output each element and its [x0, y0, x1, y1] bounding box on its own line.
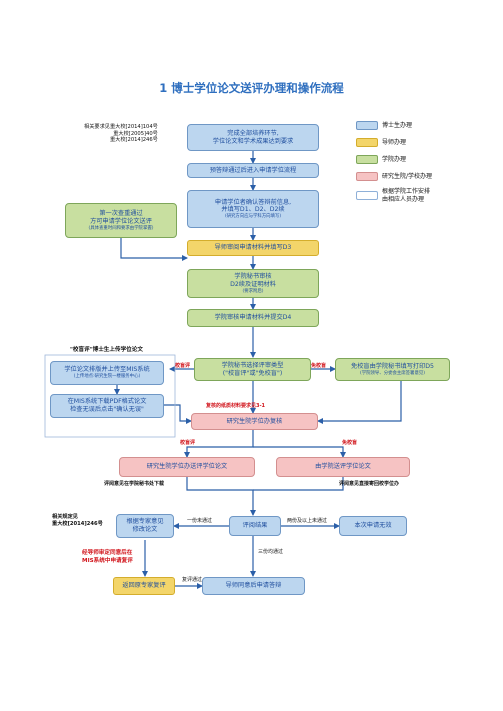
regulation-note-bottom: 相关规定见 重大校[2014]246号 [52, 514, 103, 527]
node-apply-degree-subtext: (研究方向应与学科方向填写) [224, 214, 282, 220]
arrow-exempt-grad-review [317, 381, 402, 424]
legend-label-supervisor: 导师办理 [382, 138, 407, 146]
node-first-duplicate-check-subtext: (具体查重时间和要求由学院掌握) [88, 225, 154, 231]
arrow-download-grad-review [164, 404, 192, 424]
node-first-duplicate-check: 第一次查重通过 方可申请学位论文送评 (具体查重时间和要求由学院掌握) [65, 203, 177, 238]
node-return-expert: 返回原专家复评 [113, 577, 175, 595]
label-split-blind: 校盲评 [180, 440, 196, 446]
node-college-send-review-text: 由学院送评学位论文 [315, 463, 371, 471]
node-select-type-text: 学院秘书选择评审类型 ("校盲评"或"免校盲") [221, 361, 284, 377]
node-download-confirm: 在MIS系统下载PDF格式论文 检查无误后点击"确认无误" [50, 394, 164, 418]
node-secretary-review: 学院秘书审核 D2续及证明材料 (要求附后) [187, 269, 319, 298]
node-predefense: 预答辩通过后进入申请学位流程 [187, 163, 319, 178]
node-graduate-send-review-text: 研究生院学位办送评学位论文 [146, 463, 228, 471]
node-complete-training-text: 完成全部培养环节, 学位论文和学术成果达到要求 [212, 129, 294, 145]
node-supervisor-review-text: 导师审阅申请材料并填写D3 [214, 244, 292, 252]
node-secretary-review-text: 学院秘书审核 D2续及证明材料 [230, 273, 276, 288]
label-recheck-pass: 复评通过 [182, 577, 203, 583]
legend-swatch-supervisor [356, 138, 378, 147]
label-one-fail: 一份未通过 [187, 518, 213, 524]
legend-item-college: 学院办理 [356, 155, 406, 164]
label-three-pass: 三份均通过 [258, 549, 284, 555]
legend-swatch-student [356, 121, 378, 130]
node-download-confirm-text: 在MIS系统下载PDF格式论文 检查无误后点击"确认无误" [67, 398, 147, 413]
legend-item-supervisor: 导师办理 [356, 138, 406, 147]
arrow-review-college-send [253, 446, 346, 458]
node-return-expert-text: 返回原专家复评 [122, 582, 166, 590]
node-secretary-review-subtext: (要求附后) [242, 288, 264, 294]
label-exempt-right: 免校盲 [311, 363, 327, 369]
legend-label-college: 学院办理 [382, 155, 407, 163]
node-predefense-text: 预答辩通过后进入申请学位流程 [209, 166, 297, 174]
label-blind-left: 校盲评 [175, 363, 191, 369]
legend-label-assigned: 根据学院工作安排 由相应人员办理 [382, 188, 431, 203]
node-exempt-print-d5-subtext: (学院领导、分委会主席签署意见) [360, 370, 425, 376]
legend-item-assigned: 根据学院工作安排 由相应人员办理 [356, 188, 430, 203]
node-apply-degree-text: 申请学位者确认答辩前信息, 并填写D1、D2、D2续 [214, 198, 292, 214]
node-application-invalid-text: 本次申请无效 [354, 522, 392, 530]
node-apply-degree: 申请学位者确认答辩前信息, 并填写D1、D2、D2续 (研究方向应与学科方向填写… [187, 190, 319, 228]
label-recheck-materials: 复核的纸质材料要求见3-1 [206, 403, 266, 409]
label-supervisor-approve-recheck: 经导师审定同意后在 MIS系统中申请复评 [82, 550, 133, 564]
arrow-review-grad-send [184, 430, 254, 458]
node-college-send-review: 由学院送评学位论文 [276, 457, 410, 477]
label-graduate-feedback: 评阅意见在学院秘书处下载 [104, 481, 165, 487]
arrow-firstcheck-supervisor [120, 238, 188, 261]
node-complete-training: 完成全部培养环节, 学位论文和学术成果达到要求 [187, 124, 319, 151]
label-college-feedback: 评阅意见直接寄回校学位办 [339, 481, 400, 487]
node-apply-defense: 导师同意后申请答辩 [202, 577, 305, 595]
node-apply-defense-text: 导师同意后申请答辩 [225, 582, 282, 590]
node-graduate-recheck-text: 研究生院学位办复核 [226, 417, 283, 425]
legend-label-graduate-school: 研究生院/学校办理 [382, 172, 433, 180]
node-revise-thesis: 根据专家意见 修改论文 [116, 514, 174, 538]
legend-item-student: 博士生办理 [356, 121, 412, 130]
legend-swatch-college [356, 155, 378, 164]
node-upload-mis-text: 学位论文排版并上传至MIS系统 [64, 366, 150, 374]
node-application-invalid: 本次申请无效 [339, 516, 407, 536]
node-upload-mis-subtext: (上传地点:研究生院一楼服务中心) [73, 374, 141, 380]
page-title: 1 博士学位论文送评办理和操作流程 [159, 81, 344, 95]
node-supervisor-review: 导师审阅申请材料并填写D3 [187, 240, 319, 256]
node-upload-mis: 学位论文排版并上传至MIS系统 (上传地点:研究生院一楼服务中心) [50, 361, 164, 385]
node-review-result-text: 评阅结果 [242, 522, 268, 530]
legend-label-student: 博士生办理 [382, 121, 413, 129]
legend-swatch-graduate-school [356, 172, 378, 181]
label-two-fail: 两份及以上未通过 [287, 518, 328, 524]
arrow-collegesend-result [253, 477, 344, 491]
node-revise-thesis-text: 根据专家意见 修改论文 [126, 518, 164, 533]
node-review-result: 评阅结果 [229, 516, 281, 536]
node-select-type: 学院秘书选择评审类型 ("校盲评"或"免校盲") [194, 358, 311, 381]
node-graduate-send-review: 研究生院学位办送评学位论文 [119, 457, 255, 477]
upload-group-frame [44, 354, 176, 438]
node-graduate-recheck: 研究生院学位办复核 [191, 413, 318, 430]
node-first-duplicate-check-text: 第一次查重通过 方可申请学位论文送评 [90, 210, 152, 225]
legend-swatch-assigned [356, 191, 378, 200]
node-exempt-print-d5-text: 免校盲由学院秘书填写打印D5 [351, 362, 434, 370]
node-college-submit: 学院审核申请材料并提交D4 [187, 309, 319, 327]
label-split-exempt: 免校盲 [342, 440, 358, 446]
regulation-note-top: 相关要求见重大校[2014]104号 重大校[2005]40号 重大校[2014… [84, 124, 158, 143]
upload-group-header: "校盲评"博士生上传学位论文 [70, 347, 143, 353]
node-exempt-print-d5: 免校盲由学院秘书填写打印D5 (学院领导、分委会主席签署意见) [335, 358, 450, 381]
arrow-gradsend-result [186, 477, 256, 516]
node-college-submit-text: 学院审核申请材料并提交D4 [214, 314, 292, 322]
legend-item-graduate-school: 研究生院/学校办理 [356, 172, 432, 181]
